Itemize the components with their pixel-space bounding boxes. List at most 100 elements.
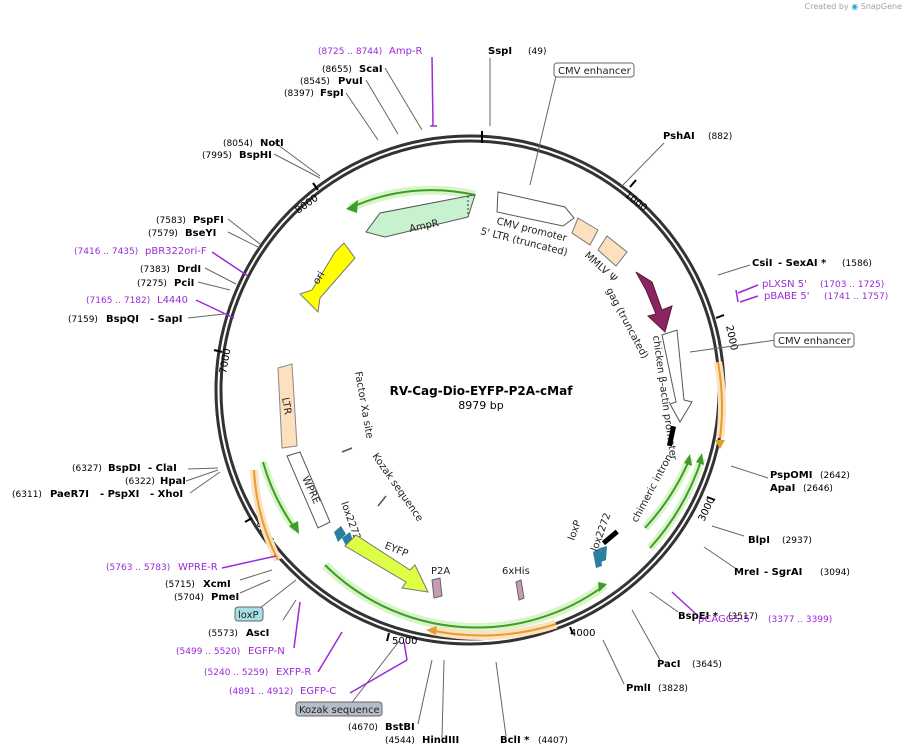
enzyme-sexai[interactable]: - SexAI * [778, 258, 827, 269]
enzyme-bspqi[interactable]: BspQI [106, 314, 139, 325]
enzyme-blpi[interactable]: BlpI [748, 535, 770, 546]
tick-mark [213, 349, 223, 353]
enzyme-hpai[interactable]: HpaI [160, 476, 186, 487]
tick-mark [386, 632, 390, 642]
enzyme-xcmi[interactable]: XcmI [203, 579, 231, 590]
enzyme-bseyi[interactable]: BseYI [185, 228, 216, 239]
eyfp-feature[interactable] [344, 534, 429, 593]
gag-feature[interactable] [635, 271, 673, 333]
enzyme-pos: (8054) [223, 139, 253, 149]
enzyme-leader-lines [185, 58, 777, 739]
kozak-sequence-box[interactable] [295, 701, 383, 717]
enzyme-bcli[interactable]: BclI * [500, 735, 530, 746]
feature-arrowhead [289, 521, 299, 534]
enzyme-pspxi[interactable]: - PspXI [100, 489, 139, 500]
primer-wpre-r[interactable]: WPRE-R [178, 562, 218, 573]
enzyme-bspdi[interactable]: BspDI [108, 463, 141, 474]
enzyme-pvui[interactable]: PvuI [338, 76, 363, 87]
enzyme-pmei[interactable]: PmeI [211, 592, 239, 603]
feature-label-factor-xa: Factor Xa site [352, 371, 375, 440]
ltr-feature[interactable] [277, 363, 298, 449]
enzyme-pos: (1586) [842, 259, 872, 269]
enzyme-xhoi[interactable]: - XhoI [150, 489, 183, 500]
primer-pbr322ori-f[interactable]: pBR322ori-F [145, 246, 207, 257]
6xhis-feature[interactable] [515, 579, 525, 601]
boxed-labels: CMV enhancer CMV enhancer loxP Kozak seq… [234, 62, 855, 717]
enzyme-pos: (7159) [68, 315, 98, 325]
primer-egfp-c[interactable]: EGFP-C [300, 686, 336, 697]
primer-amp-r[interactable]: Amp-R [389, 46, 423, 57]
enzyme-pos: (3517) [728, 612, 758, 622]
black-marker [601, 529, 619, 546]
enzyme-pmli[interactable]: PmlI [626, 683, 651, 694]
primer-range: (8725 .. 8744) [318, 47, 382, 57]
tick-label: 4000 [570, 628, 595, 639]
ori-feature[interactable] [299, 242, 356, 314]
orange-feature-line [429, 623, 557, 637]
mmlv-psi-feature[interactable] [571, 217, 599, 246]
enzyme-pspfi[interactable]: PspFI [193, 215, 224, 226]
tick-mark [569, 626, 574, 635]
enzyme-pcii[interactable]: PciI [174, 278, 194, 289]
wpre-feature[interactable] [286, 451, 331, 529]
enzyme-sgrai[interactable]: - SgrAI [764, 567, 802, 578]
primer-exfp-r[interactable]: EXFP-R [276, 667, 311, 678]
enzyme-noti[interactable]: NotI [260, 138, 284, 149]
cmv-enhancer-box[interactable] [773, 332, 855, 348]
feature-highlight [259, 460, 300, 533]
enzyme-sapi[interactable]: - SapI [150, 314, 182, 325]
enzyme-pos: (6327) [72, 464, 102, 474]
enzyme-pos: (5704) [174, 593, 204, 603]
primer-lines [195, 56, 759, 694]
lox2272-feature[interactable] [334, 526, 346, 542]
cmv-promoter-feature[interactable] [496, 191, 575, 227]
enzyme-scai[interactable]: ScaI [359, 64, 383, 75]
enzyme-pshai[interactable]: PshAI [663, 131, 695, 142]
enzyme-pos: (3645) [692, 660, 722, 670]
primer-range: (1703 .. 1725) [820, 280, 884, 290]
primer-l4440[interactable]: L4440 [157, 295, 188, 306]
boxed-label-cmv-enhancer-2: CMV enhancer [778, 336, 852, 347]
enzyme-drdi[interactable]: DrdI [177, 264, 201, 275]
enzyme-pos: (2646) [803, 484, 833, 494]
enzyme-pos: (4407) [538, 736, 568, 746]
tick-mark [629, 179, 637, 188]
primer-egfp-n[interactable]: EGFP-N [248, 646, 285, 657]
enzyme-paci[interactable]: PacI [657, 659, 680, 670]
primer-pcaggs5[interactable]: pCAGGS-5 [698, 614, 750, 625]
enzyme-bspei[interactable]: BspEI * [678, 611, 719, 622]
enzyme-bsphi[interactable]: BspHI [239, 150, 272, 161]
primer-plxsn5[interactable]: pLXSN 5' [762, 279, 807, 290]
enzyme-pos: (7995) [202, 151, 232, 161]
enzyme-clai[interactable]: - ClaI [148, 463, 177, 474]
loxp-box[interactable] [234, 606, 264, 622]
enzyme-csii[interactable]: CsiI [752, 258, 772, 269]
black-marker [666, 425, 677, 447]
primer-range: (7165 .. 7182) [86, 296, 150, 306]
enzyme-hindiii[interactable]: HindIII [422, 735, 459, 746]
feature-arrowhead [684, 454, 692, 466]
enzyme-paer7i[interactable]: PaeR7I [50, 489, 89, 500]
enzyme-bstbi[interactable]: BstBI [385, 722, 415, 733]
mmlv-psi-feature[interactable] [597, 235, 628, 267]
enzyme-mrei[interactable]: MreI [734, 567, 759, 578]
chicken-beta-actin-promoter-feature[interactable] [661, 329, 693, 423]
enzyme-fspi[interactable]: FspI [320, 88, 344, 99]
primer-range: (4891 .. 4912) [229, 687, 293, 697]
p2a-feature[interactable] [431, 577, 443, 599]
loxp-feature[interactable] [593, 548, 602, 568]
primer-range: (3377 .. 3399) [768, 615, 832, 625]
enzyme-pos: (6322) [125, 477, 155, 487]
enzyme-pspomi[interactable]: PspOMI [770, 470, 812, 481]
lox2272-feature[interactable] [600, 546, 607, 562]
enzyme-asci[interactable]: AscI [246, 628, 269, 639]
enzyme-sspi[interactable]: SspI [488, 46, 512, 57]
tick-mark [312, 182, 319, 191]
feature-label-p2a: P2A [431, 566, 450, 577]
cmv-enhancer-box[interactable] [553, 62, 635, 78]
boxed-label-loxp: loxP [238, 610, 259, 621]
primer-pbabe5[interactable]: pBABE 5' [764, 291, 810, 302]
primer-range: (7416 .. 7435) [74, 247, 138, 257]
enzyme-apai[interactable]: ApaI [770, 483, 795, 494]
